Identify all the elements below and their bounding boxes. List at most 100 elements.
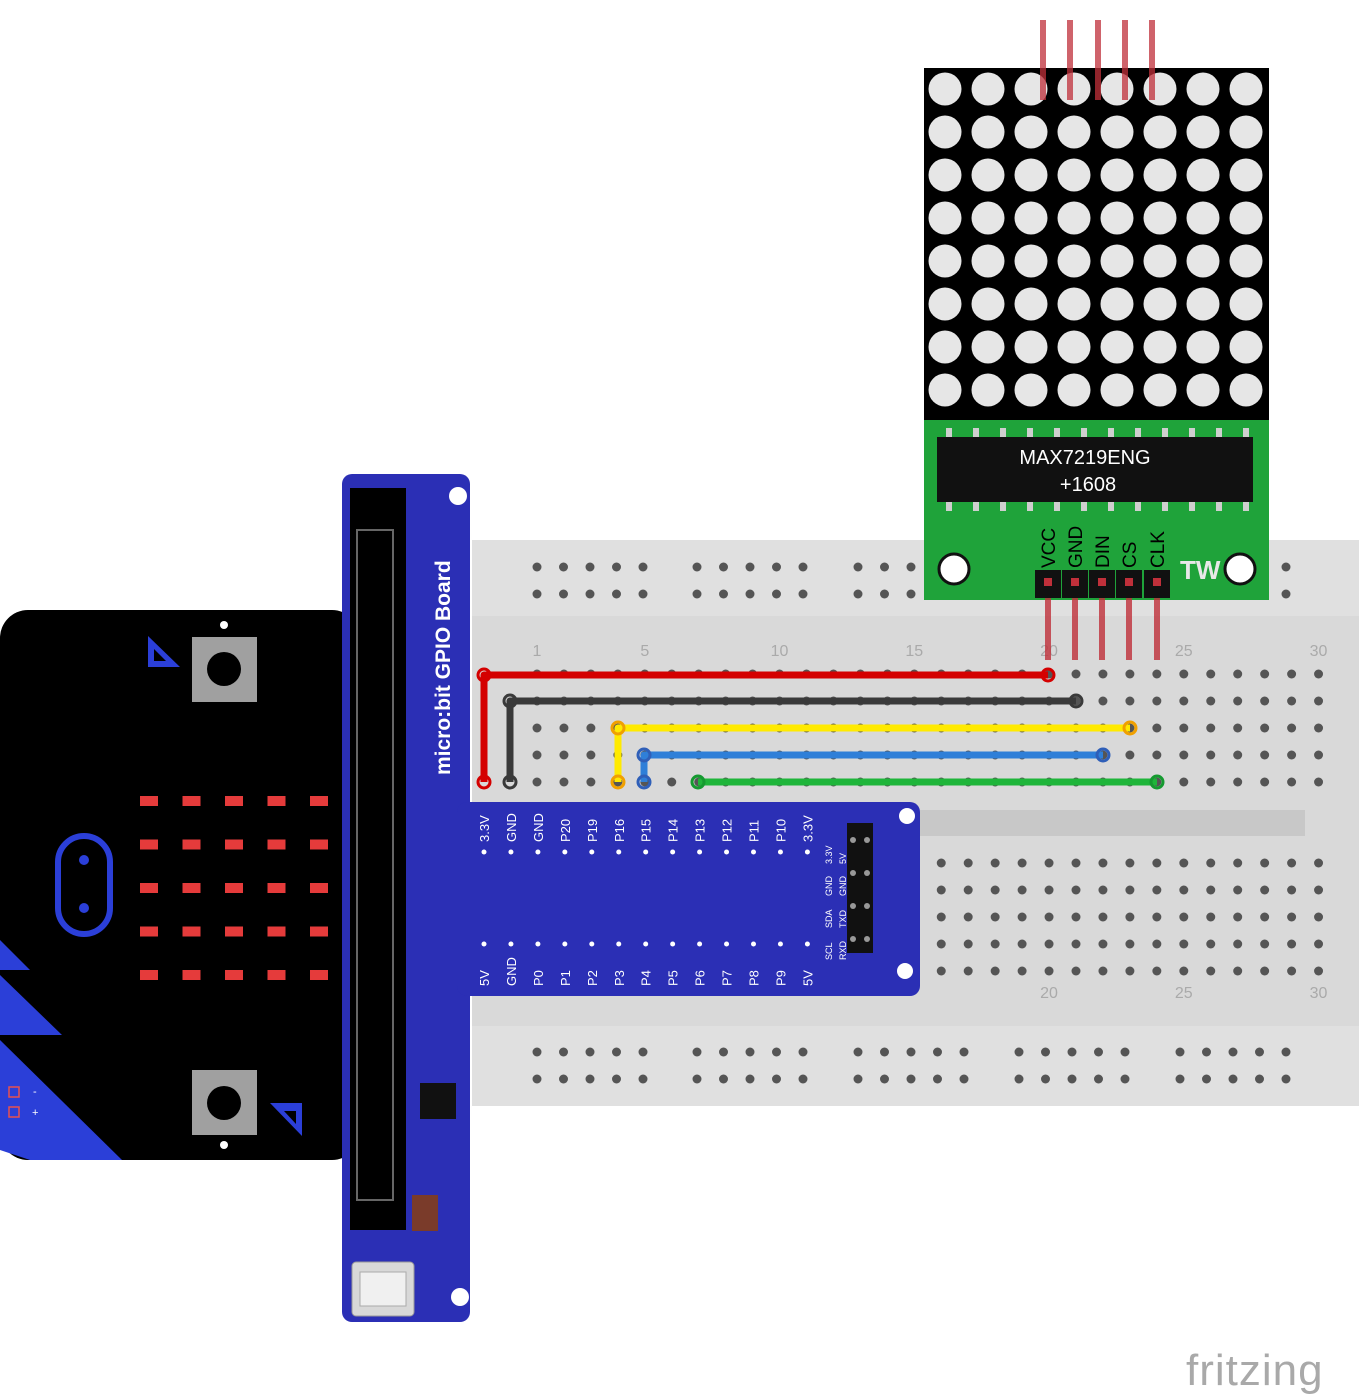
gpio-bottom-pin-label: P2 [585, 970, 600, 986]
mount-hole [449, 487, 467, 505]
side-pin [864, 870, 870, 876]
breadboard-hole [1314, 939, 1324, 949]
dot-matrix-leds [928, 72, 1263, 407]
rail-hole [853, 1047, 863, 1057]
breadboard-hole [1098, 696, 1108, 706]
chip-leg [1000, 428, 1006, 438]
gpio-pin-dot [697, 849, 703, 855]
module-pin-tip [1153, 578, 1161, 586]
breadboard-hole [1044, 912, 1054, 922]
rail-hole [559, 1047, 568, 1057]
gpio-pin-dot [589, 849, 595, 855]
module-mount-hole [937, 552, 971, 586]
chip-leg [1243, 428, 1249, 438]
breadboard-hole [559, 750, 569, 760]
matrix-dot [1014, 158, 1048, 192]
breadboard-hole [1314, 858, 1324, 868]
rail-hole [1094, 1047, 1103, 1057]
breadboard-hole [1125, 858, 1135, 868]
rail-hole [798, 589, 808, 599]
matrix-dot [1014, 201, 1048, 235]
matrix-dot [1100, 287, 1134, 321]
breadboard-hole [990, 966, 1000, 976]
side-pin-label: 5V [838, 853, 848, 864]
rail-hole [959, 1074, 969, 1084]
breadboard-hole [936, 939, 946, 949]
chip-leg [1216, 428, 1222, 438]
gpio-pin-dot [804, 941, 810, 947]
breadboard-hole [1260, 750, 1270, 760]
led [182, 839, 201, 850]
microbit-corner-left-lower [0, 1040, 122, 1160]
rail-hole [1202, 1047, 1211, 1057]
wire-din [614, 724, 1130, 782]
fritzing-logo: fritzing [1186, 1346, 1324, 1395]
button-a[interactable] [192, 621, 257, 702]
chip-leg [1108, 501, 1114, 511]
breadboard-hole [1233, 723, 1243, 733]
breadboard-hole [1314, 966, 1324, 976]
rail-hole [880, 1074, 889, 1084]
rail-hole [1175, 1047, 1185, 1057]
matrix-dot [928, 158, 962, 192]
breadboard-hole [1260, 858, 1270, 868]
breadboard-hole [1260, 696, 1270, 706]
breadboard-hole [1233, 696, 1243, 706]
microbit: - + [0, 610, 360, 1160]
breadboard-hole [1179, 777, 1189, 787]
rail-hole [798, 1047, 808, 1057]
dot-matrix-body [924, 68, 1269, 420]
matrix-dot [928, 373, 962, 407]
button-b[interactable] [192, 1070, 257, 1149]
gpio-top-pin-label: P11 [747, 820, 762, 842]
breadboard-hole [1017, 939, 1027, 949]
breadboard-hole [990, 912, 1000, 922]
rail-hole [1281, 1047, 1291, 1057]
breadboard-bottom-rail [472, 1026, 1359, 1106]
matrix-dot [1143, 201, 1177, 235]
side-pin [850, 870, 856, 876]
matrix-dot [1186, 330, 1220, 364]
matrix-dot [971, 287, 1005, 321]
breadboard-hole [1179, 858, 1189, 868]
chip-leg [1162, 501, 1168, 511]
gpio-bottom-pin-label: P5 [666, 970, 681, 986]
rail-hole [1175, 1074, 1185, 1084]
rail-hole [559, 562, 568, 572]
side-header-body [847, 823, 873, 953]
rail-hole [745, 589, 755, 599]
rail-hole [906, 589, 916, 599]
gpio-bottom-pin-label: GND [504, 957, 519, 986]
gpio-pin-dot [751, 941, 756, 947]
microbit-body [0, 610, 360, 1160]
breadboard-hole [963, 966, 973, 976]
breadboard-hole [1098, 912, 1108, 922]
rail-hole [772, 1047, 781, 1057]
gpio-board-horizontal [457, 802, 920, 996]
letter-a-icon [148, 636, 180, 667]
breadboard-hole [1179, 939, 1189, 949]
mount-hole [451, 1288, 469, 1306]
rail-hole [585, 1074, 595, 1084]
gpio-top-pin-label: P19 [585, 819, 600, 842]
gpio-pin-dot [589, 941, 595, 947]
breadboard-hole [1206, 939, 1216, 949]
side-pin [850, 837, 856, 843]
matrix-dot [1186, 115, 1220, 149]
chip-leg [1108, 428, 1114, 438]
breadboard-hole [1287, 777, 1297, 787]
led [267, 883, 286, 893]
breadboard-hole [1233, 750, 1243, 760]
chip-leg [1054, 428, 1060, 438]
column-number: 30 [1310, 985, 1328, 1002]
rail-hole [585, 1047, 595, 1057]
chip-leg [1135, 428, 1141, 438]
breadboard-hole [1287, 723, 1297, 733]
wire-vcc [480, 671, 1048, 782]
side-pin [850, 936, 856, 942]
rail-hole [880, 589, 889, 599]
module-mark: TW [1180, 555, 1221, 585]
matrix-dot [1057, 244, 1091, 278]
